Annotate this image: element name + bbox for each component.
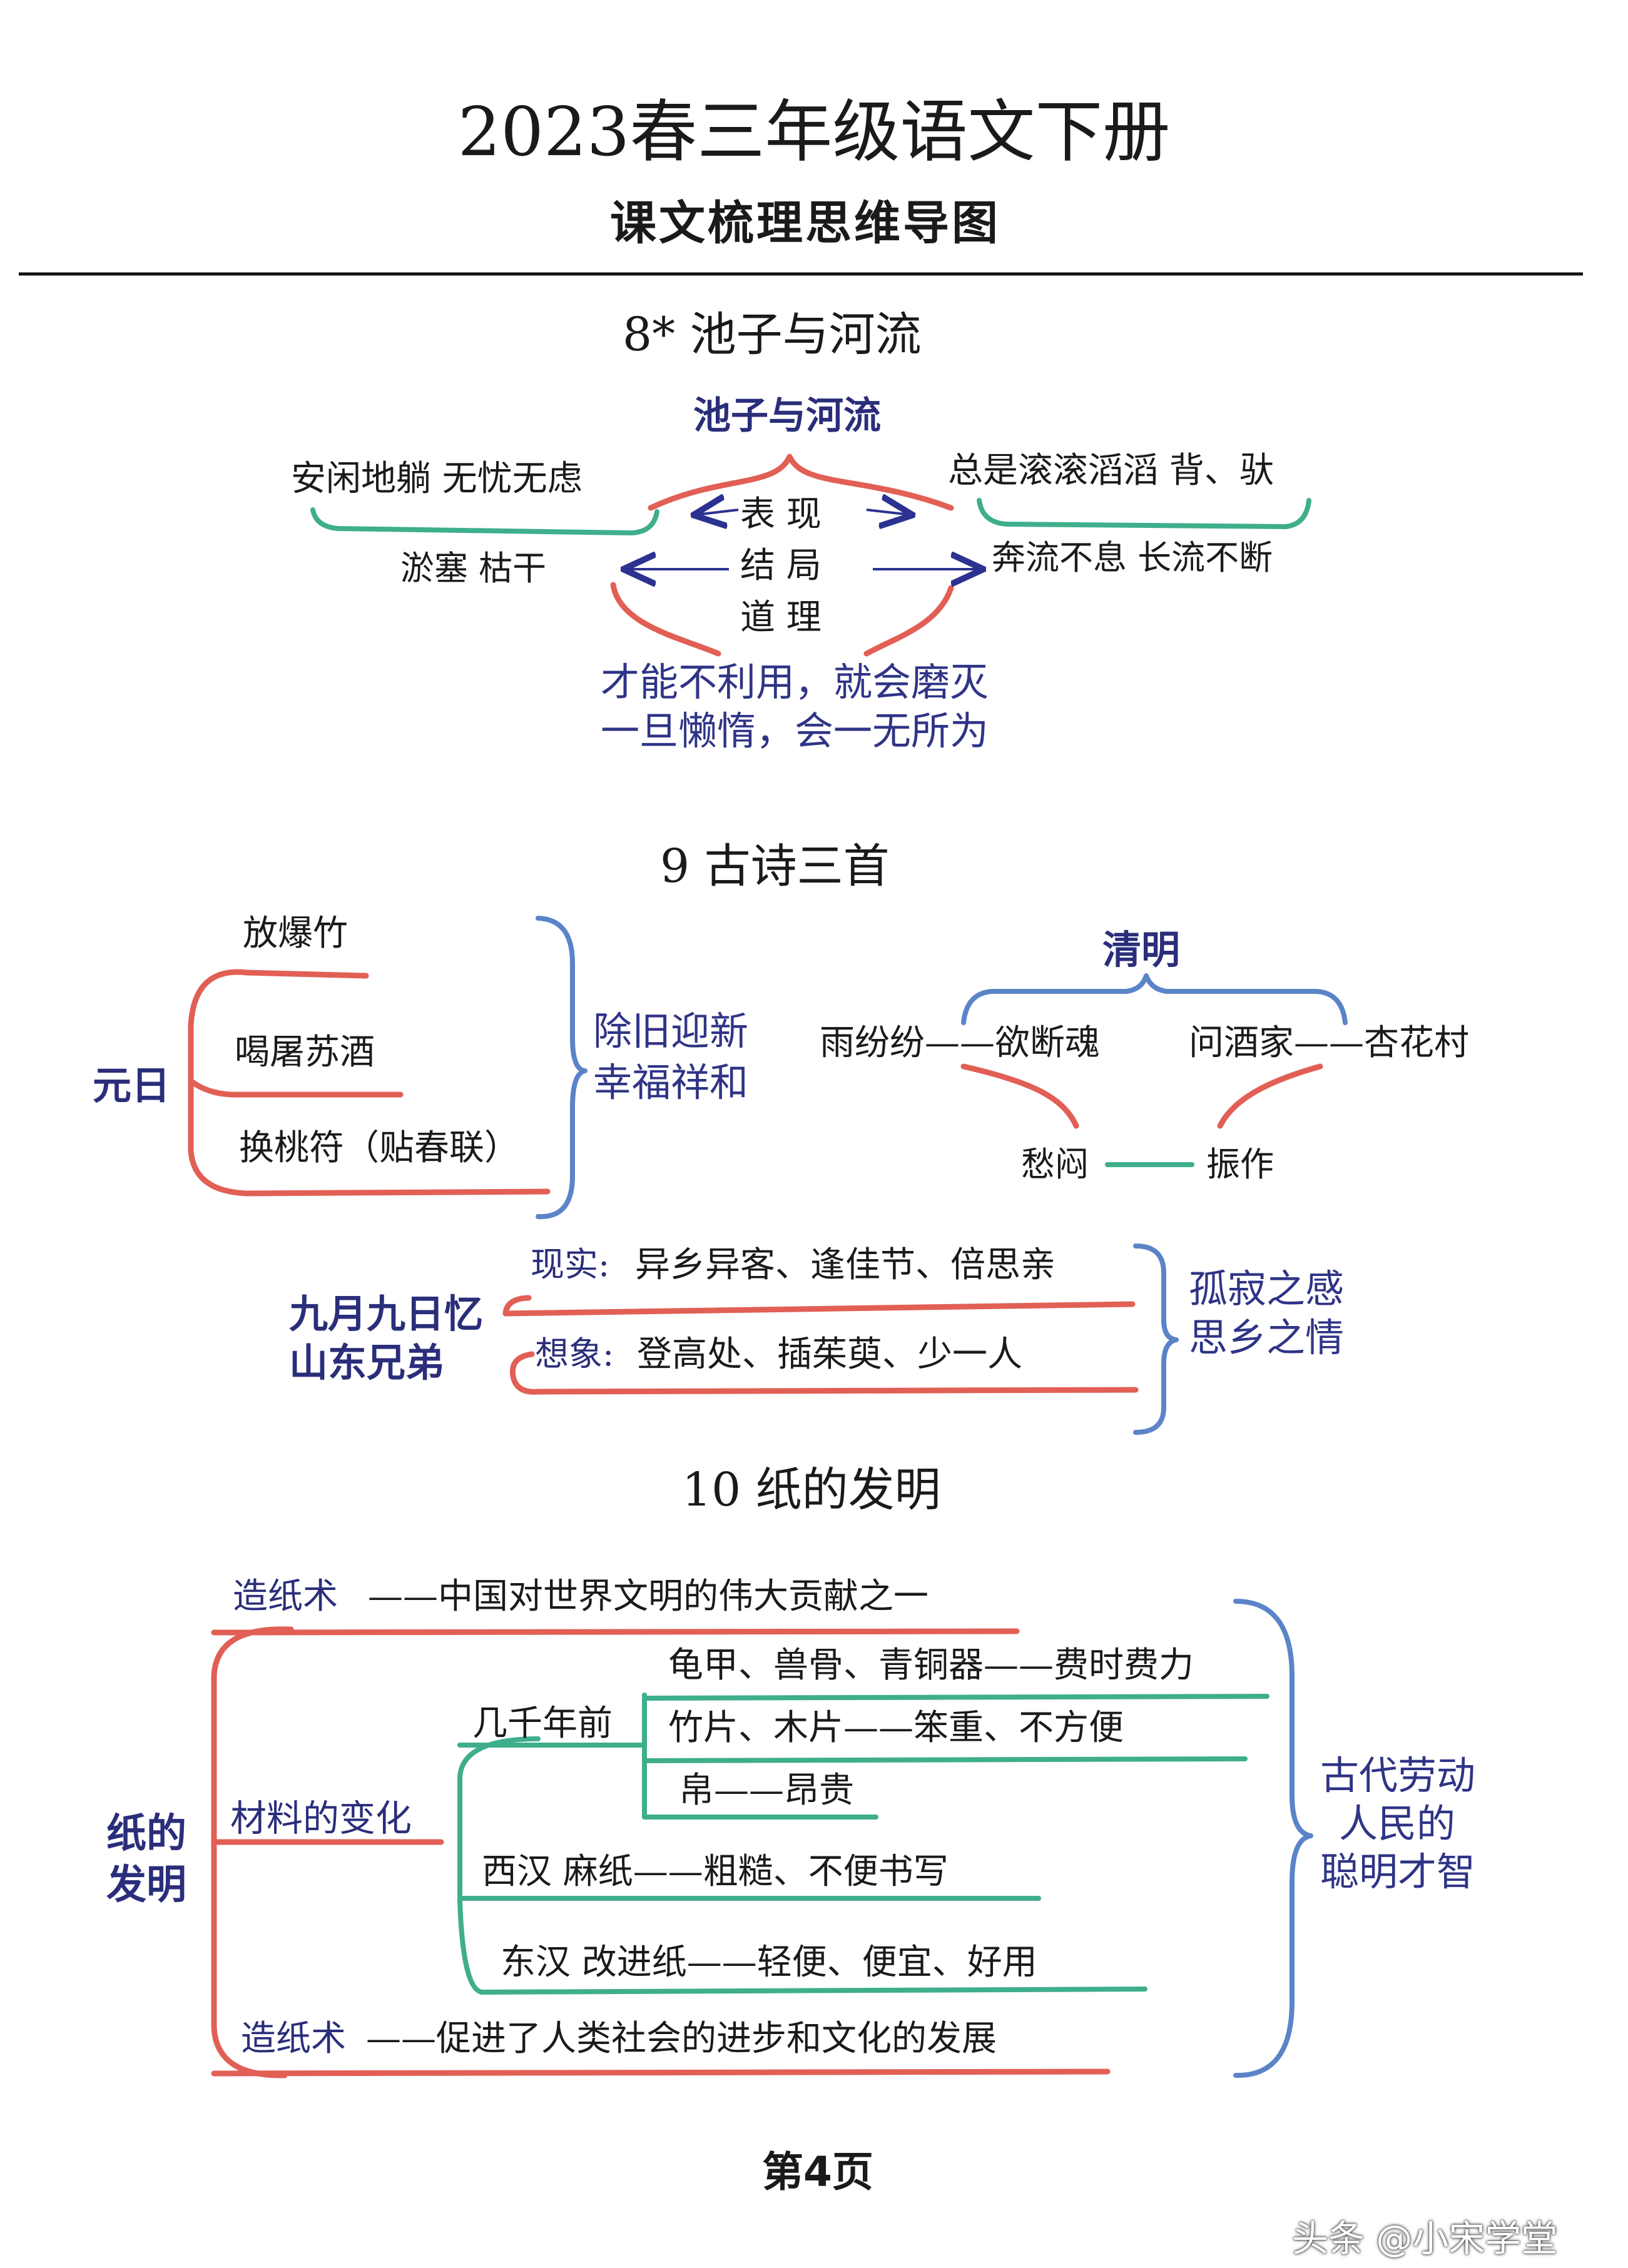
- qingming-brace: [961, 973, 1348, 1025]
- yuanri-item-3: 换桃符（贴春联）: [239, 1128, 519, 1168]
- l10-donghan: 东汉 改进纸——轻便、便宜、好用: [501, 1942, 1037, 1983]
- l10-bottom-label: 造纸术: [241, 2018, 346, 2059]
- l10-bottom-line: [211, 2068, 1111, 2077]
- yuanri-title: 元日: [93, 1063, 171, 1108]
- l8-center-topic: 池子与河流: [693, 394, 881, 438]
- jiuyue-title-2: 山东兄弟: [289, 1340, 445, 1385]
- l10-donghan-line: [479, 1987, 1147, 1995]
- l8-right-mid: 奔流不息 长流不断: [992, 538, 1273, 577]
- l10-heading: 10 纸的发明: [682, 1463, 941, 1517]
- l8-row-daoli: 道 理: [740, 597, 822, 638]
- l8-arrow-up-right: [866, 510, 910, 515]
- yuanri-item3-line: [244, 1188, 551, 1197]
- page-title: 2023春三年级语文下册: [457, 93, 1171, 171]
- jiuyue-theme-1: 孤寂之感: [1189, 1266, 1345, 1312]
- l8-row-biaoxian: 表 现: [740, 494, 822, 535]
- l10-ancient-label: 几千年前: [472, 1703, 613, 1744]
- qingming-bottom-left: 愁闷: [1021, 1145, 1089, 1184]
- l10-ancient-item2: [642, 1756, 1248, 1763]
- l8-center-bracket: [648, 453, 954, 511]
- l10-center-2: 发明: [106, 1862, 186, 1908]
- l9-heading: 9 古诗三首: [660, 839, 890, 893]
- l8-bottom-left-bracket: [610, 582, 721, 657]
- page-subtitle: 课文梳理思维导图: [610, 196, 1000, 250]
- jiuyue-real-line: [502, 1295, 1136, 1317]
- jiuyue-title-1: 九月九日忆: [289, 1291, 484, 1337]
- yuanri-item-2: 喝屠苏酒: [235, 1032, 375, 1073]
- l8-row-jieju: 结 局: [740, 545, 822, 586]
- yuanri-item2-line: [188, 1078, 404, 1098]
- l10-material-label: 材料的变化: [230, 1797, 412, 1840]
- jiuyue-imag-line: [509, 1351, 1139, 1395]
- l10-ancient-item-3: 帛——昂贵: [679, 1770, 854, 1811]
- qingming-left-curve: [960, 1063, 1079, 1129]
- l8-bottom-right-bracket: [863, 585, 954, 657]
- l8-right-top-underline: [977, 498, 1311, 529]
- l8-left-top-underline: [310, 507, 659, 535]
- l8-right-top: 总是滚滚滔滔 背、驮: [948, 450, 1274, 491]
- l8-heading: 8* 池子与河流: [623, 308, 922, 362]
- l10-top-text: ——中国对世界文明的伟大贡献之一: [368, 1576, 928, 1617]
- l8-arrow-up-left: [696, 510, 739, 515]
- l8-left-mid: 淤塞 枯干: [400, 549, 547, 588]
- l10-top-line: [211, 1628, 1020, 1636]
- qingming-bottom-right: 振作: [1206, 1145, 1274, 1184]
- l10-summary-1: 古代劳动: [1320, 1753, 1476, 1798]
- l8-left-top: 安闲地躺 无忧无虑: [291, 458, 583, 499]
- l10-ancient-item1: [642, 1694, 1269, 1701]
- yuanri-theme-2: 幸福祥和: [593, 1060, 749, 1105]
- l10-top-label: 造纸术: [233, 1576, 338, 1617]
- l10-main-bracket: [211, 1626, 294, 2078]
- qingming-right: 问酒家——杏花村: [1189, 1023, 1469, 1063]
- yuanri-item1-line: [244, 969, 369, 979]
- yuanri-item-1: 放爆竹: [243, 913, 348, 954]
- l8-moral-line2: 一旦懒惰，会一无所为: [601, 708, 989, 754]
- jiuyue-theme-2: 思乡之情: [1189, 1315, 1345, 1360]
- yuanri-theme-1: 除旧迎新: [593, 1008, 749, 1054]
- l8-moral-line1: 才能不利用，就会磨灭: [601, 659, 989, 705]
- l10-bottom-text: ——促进了人类社会的进步和文化的发展: [366, 2018, 997, 2059]
- l10-ancient-item-2: 竹片、木片——笨重、不方便: [668, 1708, 1124, 1748]
- qingming-title: 清明: [1102, 927, 1181, 973]
- qingming-left: 雨纷纷——欲断魂: [820, 1023, 1100, 1063]
- l10-summary-2: 人民的: [1339, 1801, 1456, 1846]
- l10-summary-3: 聪明才智: [1320, 1849, 1476, 1895]
- jiuyue-real-label: 现实:: [531, 1245, 610, 1284]
- page-number: 第4页: [762, 2148, 873, 2196]
- l10-xihan: 西汉 麻纸——粗糙、不便书写: [482, 1851, 949, 1892]
- jiuyue-real-text: 异乡异客、逢佳节、倍思亲: [635, 1245, 1056, 1285]
- l10-summary-brace: [1233, 1599, 1313, 2078]
- qingming-right-curve: [1217, 1063, 1323, 1129]
- jiuyue-theme-brace: [1133, 1243, 1179, 1435]
- yuanri-theme-brace: [536, 916, 588, 1220]
- yuanri-bracket: [188, 969, 250, 1197]
- watermark: 头条 @小宋学堂: [1292, 2217, 1558, 2260]
- l10-ancient-item-1: 龟甲、兽骨、青铜器——费时费力: [668, 1645, 1194, 1686]
- l10-center-1: 纸的: [106, 1811, 186, 1857]
- jiuyue-imag-label: 想象:: [535, 1334, 614, 1374]
- jiuyue-imag-text: 登高处、插茱萸、少一人: [637, 1334, 1022, 1375]
